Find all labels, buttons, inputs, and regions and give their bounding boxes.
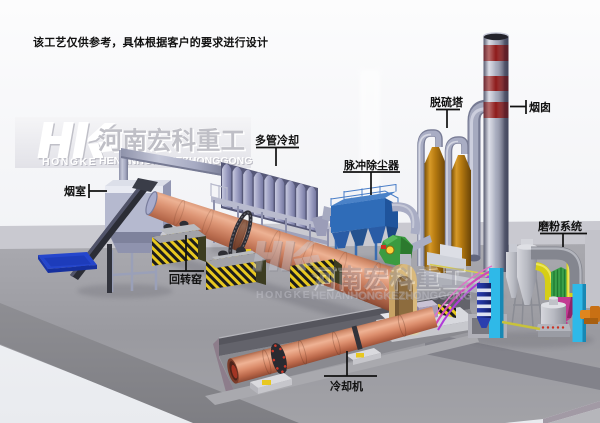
svg-text:脉冲除尘器: 脉冲除尘器 xyxy=(343,158,400,172)
collector-hoppers xyxy=(332,225,398,249)
watermark-center: 河南宏科重工 河南宏科重工 HONGKE HENANHONGKEZHONGGON… xyxy=(252,240,473,303)
watermark-logo-sub: HONGKE xyxy=(42,156,97,168)
watermark-band: HONGKE 河南宏科重工 河南宏科重工 HENANHONGKEZHONGGON… xyxy=(15,117,253,168)
kiln-pier-3 xyxy=(290,259,342,289)
duct-to-cooler xyxy=(121,148,228,177)
hood-arch xyxy=(395,276,413,318)
svg-text:HENANHONGKEZHONGGONG: HENANHONGKEZHONGGONG xyxy=(311,290,472,302)
coal-silo xyxy=(477,278,491,328)
svg-text:河南宏科重工: 河南宏科重工 xyxy=(312,265,468,294)
rear-wall xyxy=(585,230,600,308)
smoke-chamber-vent-pipe xyxy=(119,150,128,184)
cooler-girth-gear xyxy=(271,344,287,373)
svg-text:河南宏科重工: 河南宏科重工 xyxy=(98,126,245,155)
cooler-walkway-railing xyxy=(210,183,228,200)
background-highlight xyxy=(360,70,380,200)
label-chimney: 烟囱 xyxy=(510,100,551,114)
kiln-support-piers xyxy=(152,220,342,290)
grinding-mill xyxy=(536,296,571,337)
drag-chain-chute xyxy=(70,178,158,293)
collector-railing xyxy=(330,184,399,206)
svg-text:河南宏科重工: 河南宏科重工 xyxy=(311,264,467,293)
svg-text:回转窑: 回转窑 xyxy=(169,272,202,286)
label-desulfurization-tower: 脱硫塔 xyxy=(430,95,464,128)
label-rotary-kiln: 回转窑 xyxy=(169,235,204,286)
kiln-pier-2 xyxy=(206,247,266,290)
cooler-machine xyxy=(227,306,438,394)
mill-pipe-yellow-1 xyxy=(535,262,553,300)
grinding-system xyxy=(468,230,600,342)
label-grinding-system: 磨粉系统 xyxy=(537,219,587,247)
watermark-center-logo-sub: HONGKE xyxy=(256,289,311,301)
svg-text:烟室: 烟室 xyxy=(64,184,86,198)
smoke-chamber xyxy=(38,148,228,293)
hk-logo xyxy=(37,122,122,160)
mill-main-duct xyxy=(531,246,583,293)
disclaimer-text: 该工艺仅供参考，具体根据客户的要求进行设计 xyxy=(33,35,268,49)
kiln-inlet-seal xyxy=(145,191,158,216)
rear-platform-structures xyxy=(427,244,466,272)
watermark-center-brand-cn: 河南宏科重工 河南宏科重工 xyxy=(311,264,468,294)
label-cooler: 冷却机 xyxy=(324,351,377,393)
svg-text:烟囱: 烟囱 xyxy=(529,100,551,114)
collector-box xyxy=(331,191,398,233)
desulf-tower-2 xyxy=(451,155,471,266)
svg-text:HENANHONGKEZHONGGONG: HENANHONGKEZHONGGONG xyxy=(312,291,473,303)
discharge-pad xyxy=(38,252,97,273)
equipment-labels: 烟室 多管冷却 脉冲除尘器 脱硫塔 烟囱 回转窑 冷却机 磨粉系统 xyxy=(64,95,587,393)
label-smoke-chamber: 烟室 xyxy=(64,184,107,198)
cooler-stands xyxy=(250,348,381,394)
svg-text:磨粉系统: 磨粉系统 xyxy=(537,219,582,233)
watermark-center-brand-en: HENANHONGKEZHONGGONG HENANHONGKEZHONGGON… xyxy=(311,290,473,303)
mill-classifier-green xyxy=(551,267,571,303)
bucket-elevator-1 xyxy=(489,268,504,338)
svg-text:脱硫塔: 脱硫塔 xyxy=(430,95,464,109)
screw-conveyor xyxy=(501,320,541,331)
label-multi-tube-cooler: 多管冷却 xyxy=(255,133,299,166)
feeder-orange xyxy=(580,306,600,324)
svg-text:多管冷却: 多管冷却 xyxy=(255,133,299,147)
cooler-tire-band xyxy=(351,325,363,350)
label-pulse-dust-collector: 脉冲除尘器 xyxy=(343,158,400,195)
chimney xyxy=(482,32,510,272)
watermark-brand-cn: 河南宏科重工 河南宏科重工 xyxy=(98,126,247,157)
svg-text:冷却机: 冷却机 xyxy=(330,379,363,393)
